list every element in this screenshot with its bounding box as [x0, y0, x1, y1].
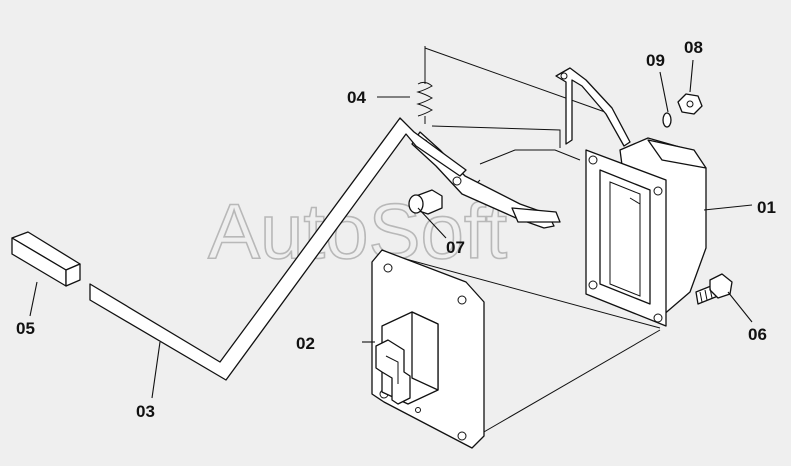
callout-06: 06 — [748, 325, 767, 344]
assembly-lines — [379, 46, 661, 441]
callout-08: 08 — [684, 38, 703, 57]
part-08-nut — [677, 93, 703, 115]
callout-01: 01 — [757, 198, 776, 217]
callout-labels: 01 02 03 04 05 06 07 08 09 — [16, 38, 776, 421]
part-04-spring — [416, 78, 434, 124]
part-07-pin — [408, 189, 443, 215]
callout-09: 09 — [646, 51, 665, 70]
callout-02: 02 — [296, 334, 315, 353]
part-03-rod — [89, 117, 467, 381]
part-01-housing — [555, 67, 707, 327]
callout-03: 03 — [136, 402, 155, 421]
part-05-sleeve — [11, 231, 81, 287]
part-06-bolt — [695, 273, 733, 305]
part-09-washer — [662, 112, 672, 128]
leader-lines — [29, 59, 753, 399]
callout-07: 07 — [446, 238, 465, 257]
part-02-plate — [371, 249, 485, 449]
callout-04: 04 — [347, 88, 366, 107]
watermark: AutoSoft — [208, 187, 508, 275]
callout-05: 05 — [16, 319, 35, 338]
